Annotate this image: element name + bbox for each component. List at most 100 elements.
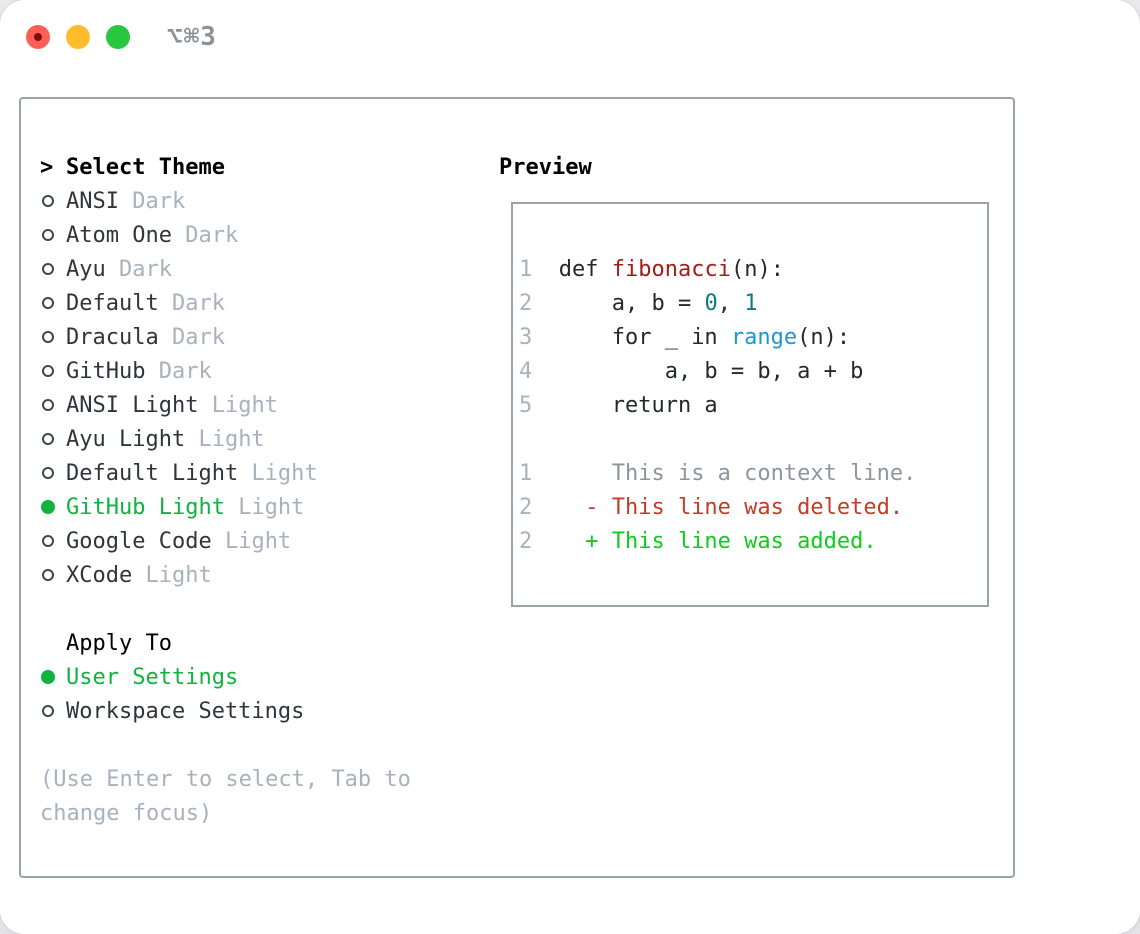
theme-name: Atom One [66, 222, 186, 248]
theme-variant-label: Dark [171, 324, 225, 350]
radio-unselected-icon [42, 195, 54, 207]
code-segment: 3 [519, 324, 533, 350]
theme-option-dracula[interactable]: Dracula Dark [40, 320, 490, 354]
code-segment: return a [532, 392, 718, 418]
blank-line [519, 422, 987, 456]
radio-unselected-icon [42, 569, 54, 581]
theme-name: ANSI Light [66, 392, 212, 418]
radio-marker [40, 229, 66, 241]
hint-line: (Use Enter to select, Tab to [40, 766, 411, 792]
hint-text: (Use Enter to select, Tab to [40, 762, 490, 796]
theme-variant-label: Light [198, 426, 265, 452]
theme-option-ayu[interactable]: Ayu Dark [40, 252, 490, 286]
theme-name: GitHub [66, 358, 159, 384]
radio-unselected-icon [42, 467, 54, 479]
radio-marker [40, 297, 66, 309]
theme-variant-label: Dark [171, 290, 225, 316]
diff-context-line: 1 This is a context line. [519, 456, 987, 490]
theme-option-default-light[interactable]: Default Light Light [40, 456, 490, 490]
apply-to-header: Apply To [40, 626, 490, 660]
apply-to-title: Apply To [66, 630, 172, 656]
radio-selected-icon [41, 500, 55, 514]
code-segment: , [717, 290, 745, 316]
theme-name: Dracula [66, 324, 172, 350]
code-segment: 0 [704, 290, 718, 316]
theme-variant-label: Light [238, 494, 305, 520]
theme-option-github-light[interactable]: GitHub Light Light [40, 490, 490, 524]
zoom-button-icon[interactable] [106, 25, 130, 49]
code-segment: 2 [519, 290, 533, 316]
theme-option-google-code[interactable]: Google Code Light [40, 524, 490, 558]
theme-option-ansi-light[interactable]: ANSI Light Light [40, 388, 490, 422]
select-theme-header: >Select Theme [40, 150, 490, 184]
code-segment: 1 [744, 290, 758, 316]
theme-option-ayu-light[interactable]: Ayu Light Light [40, 422, 490, 456]
theme-variant-label: Dark [158, 358, 212, 384]
theme-variant-label: Light [251, 460, 318, 486]
radio-selected-icon [41, 670, 55, 684]
code-segment: 1 [519, 256, 533, 282]
radio-marker [40, 433, 66, 445]
radio-marker [40, 263, 66, 275]
apply-option-workspace-settings[interactable]: Workspace Settings [40, 694, 490, 728]
code-line: 4 a, b = b, a + b [519, 354, 987, 388]
radio-unselected-icon [42, 229, 54, 241]
code-line: 5 return a [519, 388, 987, 422]
radio-marker [40, 670, 66, 684]
theme-option-github[interactable]: GitHub Dark [40, 354, 490, 388]
window-title: ⌥⌘3 [167, 22, 217, 52]
radio-marker [40, 195, 66, 207]
theme-option-ansi[interactable]: ANSI Dark [40, 184, 490, 218]
theme-variant-label: Dark [185, 222, 239, 248]
radio-unselected-icon [42, 705, 54, 717]
cursor-marker: > [40, 155, 66, 180]
theme-name: Ayu [66, 256, 119, 282]
radio-marker [40, 500, 66, 514]
code-segment: 2 [519, 528, 533, 554]
theme-variant-label: Dark [132, 188, 186, 214]
theme-name: Default Light [66, 460, 252, 486]
code-segment: range [730, 324, 798, 350]
code-segment: for _ in [532, 324, 731, 350]
spacer-row [40, 592, 490, 626]
close-button-icon[interactable] [26, 25, 50, 49]
apply-option-user-settings[interactable]: User Settings [40, 660, 490, 694]
theme-name: Default [66, 290, 172, 316]
theme-option-default[interactable]: Default Dark [40, 286, 490, 320]
radio-marker [40, 365, 66, 377]
cursor-chevron-icon: > [40, 154, 54, 180]
radio-marker [40, 399, 66, 411]
radio-marker [40, 467, 66, 479]
theme-variant-label: Light [224, 528, 292, 554]
minimize-button-icon[interactable] [66, 25, 90, 49]
radio-unselected-icon [42, 365, 54, 377]
radio-unselected-icon [42, 297, 54, 309]
code-segment: a, b = [532, 290, 705, 316]
theme-option-xcode[interactable]: XCode Light [40, 558, 490, 592]
code-segment: (n): [730, 256, 784, 282]
spacer-row [40, 728, 490, 762]
apply-option-label: Workspace Settings [66, 698, 305, 724]
hint-line: change focus) [40, 800, 213, 826]
code-segment: fibonacci [611, 256, 731, 282]
theme-option-atom-one[interactable]: Atom One Dark [40, 218, 490, 252]
code-segment: (n): [797, 324, 851, 350]
preview-title: Preview [499, 154, 592, 180]
theme-name: ANSI [66, 188, 133, 214]
radio-marker [40, 705, 66, 717]
code-segment: + This line was added. [532, 528, 877, 554]
code-segment: def [532, 256, 612, 282]
radio-marker [40, 535, 66, 547]
code-line: 3 for _ in range(n): [519, 320, 987, 354]
radio-unselected-icon [42, 399, 54, 411]
theme-name: Google Code [66, 528, 225, 554]
code-segment: a, b = b, a + b [532, 358, 864, 384]
code-segment: 1 [519, 460, 533, 486]
code-segment: This is a context line. [532, 460, 917, 486]
theme-variant-label: Light [145, 562, 212, 588]
code-segment: 2 [519, 494, 533, 520]
title-bar: ⌥⌘3 [0, 0, 1140, 75]
